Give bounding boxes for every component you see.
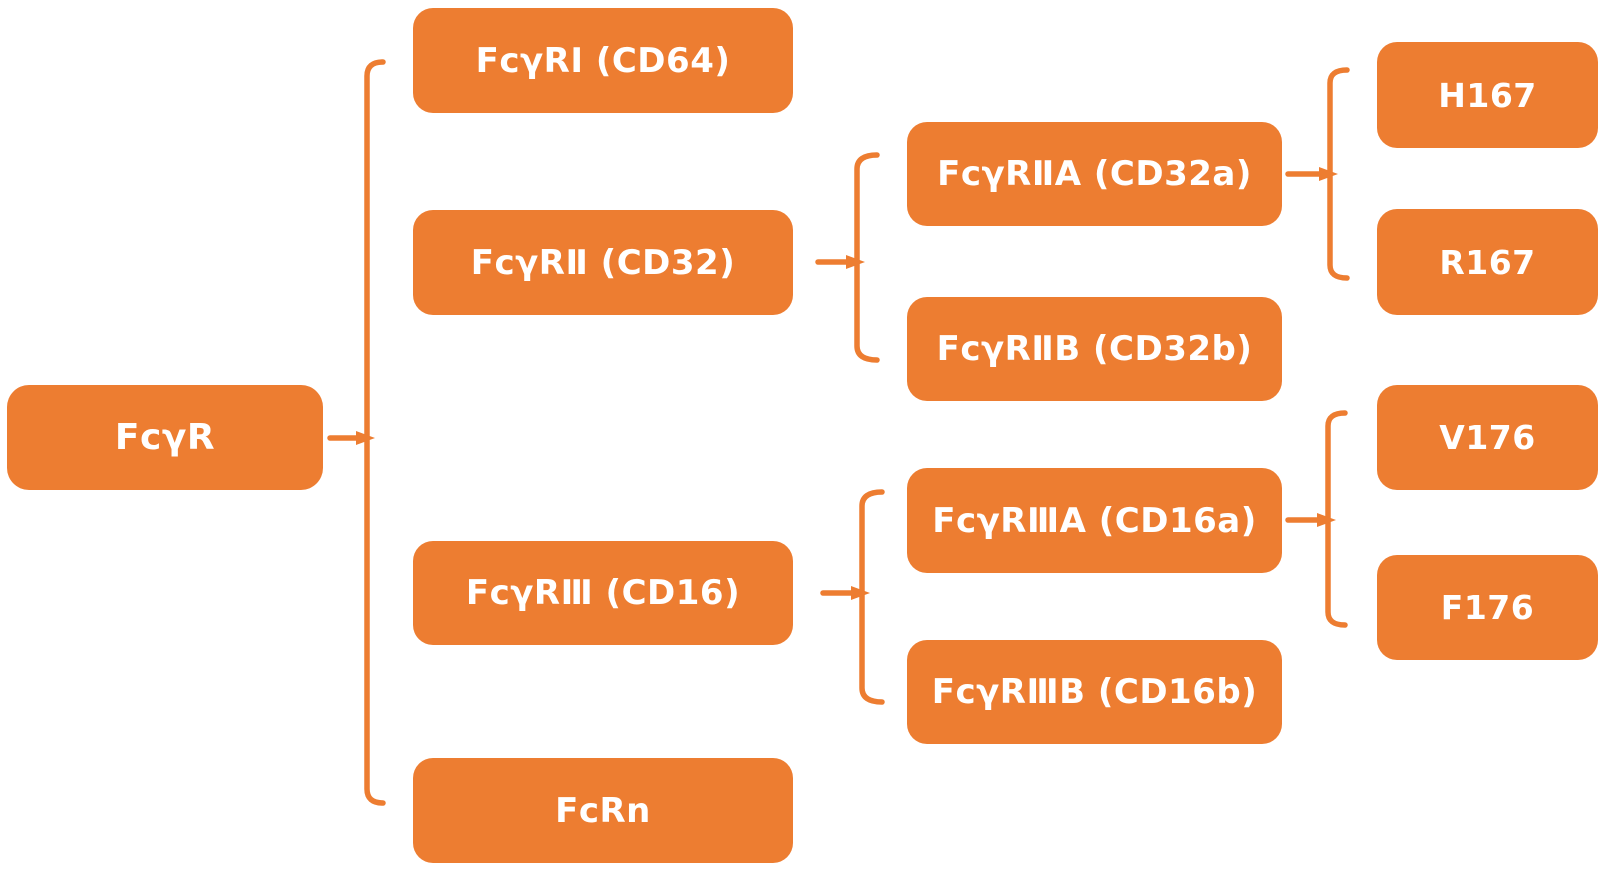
node-fcgr2a-cd32a: FcγRⅡA (CD32a) xyxy=(907,122,1282,226)
node-fcrn: FcRn xyxy=(413,758,793,863)
cusp-fcgr2 xyxy=(846,255,865,269)
node-fcgr3b-cd16b: FcγRⅢB (CD16b) xyxy=(907,640,1282,744)
cusp-fcgr3 xyxy=(851,586,870,600)
node-fcgr1-cd64: FcγRⅠ (CD64) xyxy=(413,8,793,113)
node-fcgr-root: FcγR xyxy=(7,385,323,490)
bracket-root xyxy=(364,59,386,806)
node-f176: F176 xyxy=(1377,555,1598,660)
cusp-fcgr3a xyxy=(1317,513,1336,527)
cusp-fcgr2a xyxy=(1319,167,1338,181)
bracket-fcgr2a xyxy=(1327,67,1350,281)
node-fcgr2b-cd32b: FcγRⅡB (CD32b) xyxy=(907,297,1282,401)
node-fcgr3-cd16: FcγRⅢ (CD16) xyxy=(413,541,793,645)
bracket-fcgr3a xyxy=(1325,410,1348,628)
node-h167: H167 xyxy=(1377,42,1598,148)
node-v176: V176 xyxy=(1377,385,1598,490)
node-fcgr2-cd32: FcγRⅡ (CD32) xyxy=(413,210,793,315)
node-fcgr3a-cd16a: FcγRⅢA (CD16a) xyxy=(907,468,1282,573)
bracket-fcgr3 xyxy=(859,489,885,705)
cusp-root xyxy=(356,431,375,445)
node-r167: R167 xyxy=(1377,209,1598,315)
bracket-fcgr2 xyxy=(854,152,880,363)
